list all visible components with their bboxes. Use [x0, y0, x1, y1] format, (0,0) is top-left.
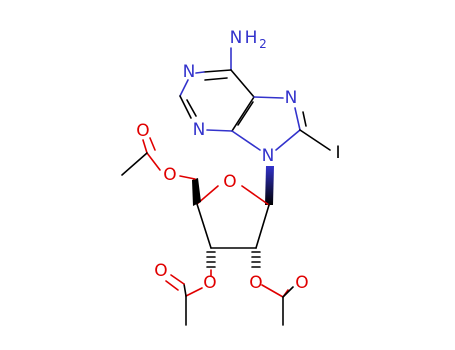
ring-oxygen-label: O — [223, 172, 236, 192]
n1-label: N — [183, 62, 196, 82]
acetate-5-bonds — [121, 137, 161, 176]
acetate-3-bonds — [165, 251, 216, 326]
o2-carbonyl-label: O — [295, 273, 308, 293]
o5-carbonyl-label: O — [136, 121, 149, 141]
o2-ester-label: O — [249, 273, 262, 293]
n7-label: N — [285, 88, 298, 108]
amino-h-subscript: 2 — [259, 37, 267, 51]
ribose-ring-bonds — [179, 166, 274, 249]
o3-carbonyl-label: O — [154, 261, 167, 281]
amino-h-label: H — [245, 28, 258, 48]
acetate-2-bonds — [251, 251, 294, 326]
amino-n-label: N — [230, 28, 243, 48]
o5-ester-label: O — [163, 165, 176, 185]
o3-ester-label: O — [203, 273, 216, 293]
glycosidic-wedge-bond — [265, 166, 274, 205]
atom-labels: N H 2 N N N N I O O O O O O O — [136, 28, 340, 293]
purine-ring-bonds — [179, 47, 331, 151]
n3-label: N — [193, 120, 206, 140]
iodine-label: I — [335, 143, 340, 163]
c5-wedge-bond — [192, 178, 201, 206]
n9-label: N — [262, 146, 275, 166]
